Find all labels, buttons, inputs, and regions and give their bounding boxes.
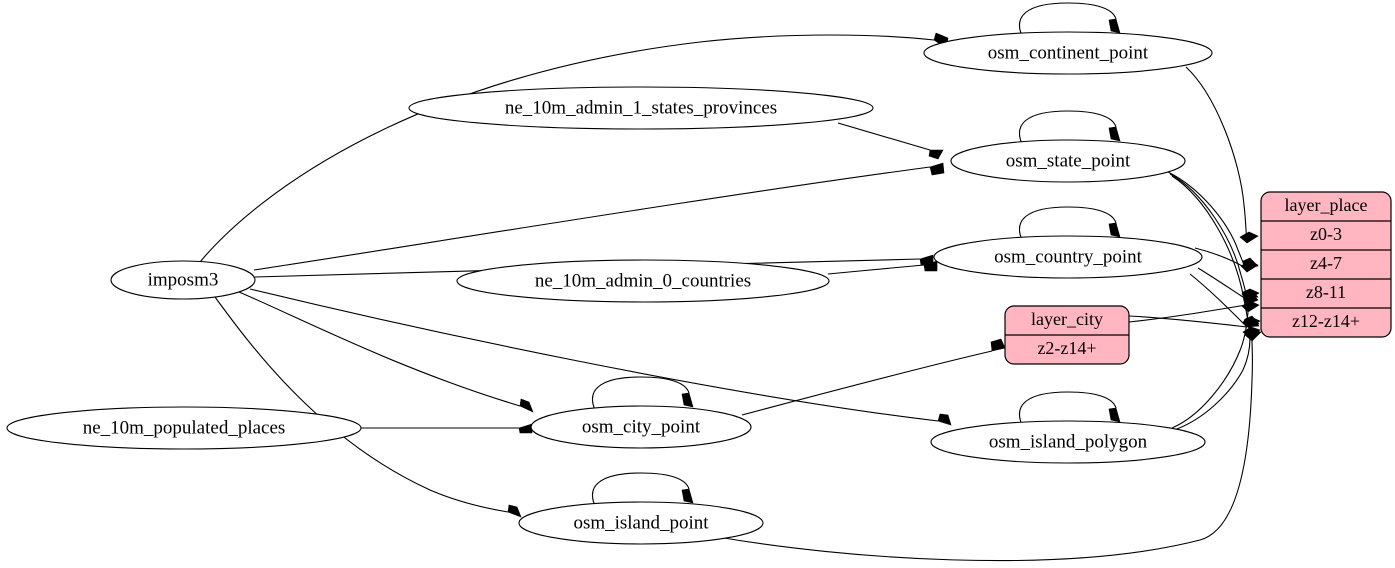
arrowhead-selfloop-osm_state_point [1108, 126, 1121, 142]
edge-osm_continent_point-to-layer_place-z0-3 [1185, 66, 1248, 244]
node-shape-osm_island_polygon [930, 420, 1206, 464]
layer_city-row-z2-z14[interactable]: z2-z14+ [1037, 338, 1096, 358]
selfloop-osm_continent_point [1018, 2, 1117, 39]
edge-imposm3-to-osm_island_polygon [249, 288, 939, 422]
selfloop-osm_country_point [1018, 206, 1117, 243]
node-layer_place[interactable]: layer_place z0-3 z4-7 z8-11 z12-z14+ [1260, 191, 1392, 338]
node-shape-imposm3 [110, 260, 256, 300]
arrowhead-imposm3-osm_island_polygon [937, 413, 952, 426]
node-ne_10m_admin_1_states_provinces[interactable]: ne_10m_admin_1_states_provinces [408, 86, 874, 130]
node-ne_10m_admin_0_countries[interactable]: ne_10m_admin_0_countries [456, 259, 830, 303]
selfloop-osm_city_point [591, 376, 690, 413]
node-label-osm_city_point: osm_city_point [582, 416, 701, 437]
edge-osm_island_point-to-layer_place-z12 [717, 340, 1253, 562]
node-label-osm_state_point: osm_state_point [1006, 150, 1131, 171]
layer_place-row-z12-z14[interactable]: z12-z14+ [1292, 311, 1360, 331]
edge-imposm3-to-osm_city_point [238, 291, 521, 407]
edge-osm_island_polygon-to-layer_place-z12 [1173, 337, 1251, 431]
edge-osm_island_polygon-to-layer_place-z8-11 [1171, 311, 1249, 429]
edge-osm_country_point-to-layer_place-z4-7 [1194, 247, 1247, 269]
layer_place-row-z8-11[interactable]: z8-11 [1306, 282, 1346, 302]
arrowhead-continent-z0-3 [1239, 231, 1259, 244]
layer_city-row-header: layer_city [1031, 309, 1103, 329]
node-label-osm_island_polygon: osm_island_polygon [989, 431, 1148, 452]
edge-osm_city_point-to-layer_city [741, 350, 993, 416]
node-osm_continent_point[interactable]: osm_continent_point [923, 31, 1213, 75]
arrowhead-imposm3-osm_state_point [929, 162, 945, 176]
node-imposm3[interactable]: imposm3 [110, 260, 256, 300]
node-label-osm_country_point: osm_country_point [994, 246, 1142, 267]
node-layer: imposm3 ne_10m_populated_places ne_10m_a… [6, 31, 1392, 545]
node-osm_city_point[interactable]: osm_city_point [530, 405, 752, 449]
arrowhead-selfloop-osm_island_polygon [1108, 407, 1121, 423]
selfloop-osm_state_point [1018, 110, 1117, 147]
node-shape-osm_country_point [933, 235, 1203, 279]
node-osm_state_point[interactable]: osm_state_point [950, 139, 1186, 183]
node-shape-osm_island_point [518, 501, 764, 545]
node-shape-osm_city_point [530, 405, 752, 449]
node-label-ne_10m_admin_0_countries: ne_10m_admin_0_countries [535, 270, 751, 291]
selfloop-osm_island_point [591, 472, 690, 509]
layer_place-row-header: layer_place [1285, 195, 1368, 215]
edge-layer_city-to-layer_place-z12 [1128, 315, 1248, 328]
node-shape-osm_continent_point [923, 31, 1213, 75]
node-osm_island_point[interactable]: osm_island_point [518, 501, 764, 545]
arrowhead-selfloop-osm_continent_point [1108, 18, 1121, 34]
arrowhead-ne_countries-osm_country_point [923, 260, 938, 272]
node-shape-osm_state_point [950, 139, 1186, 183]
arrowhead-selfloop-osm_island_point [681, 488, 694, 504]
edge-imposm3-to-osm_state_point [253, 166, 931, 271]
arrowhead-layer_city-z8-11 [1243, 292, 1259, 306]
arrowhead-selfloop-osm_city_point [681, 392, 694, 408]
arrowhead-selfloop-osm_country_point [1108, 222, 1121, 238]
edge-ne_countries-to-osm_country_point [827, 264, 925, 275]
arrowhead-island_polygon-z8-11 [1241, 300, 1260, 313]
arrowhead-island_point-z12 [1244, 329, 1262, 342]
node-shape-ne_10m_admin_1_states_provinces [408, 86, 874, 130]
arrowhead-ne_states-osm_state_point [928, 149, 944, 160]
layer_place-row-z4-7[interactable]: z4-7 [1310, 253, 1342, 273]
edge-ne_states-to-osm_state_point [837, 122, 931, 151]
arrowhead-city-layer_city [990, 338, 1006, 352]
arrowhead-imposm3-osm_island_point [507, 504, 522, 518]
arrowhead-country-z4-7 [1242, 257, 1259, 269]
node-label-osm_island_point: osm_island_point [573, 512, 709, 533]
node-label-imposm3: imposm3 [148, 269, 219, 290]
node-shape-ne_10m_admin_0_countries [456, 259, 830, 303]
node-ne_10m_populated_places[interactable]: ne_10m_populated_places [6, 406, 362, 450]
edge-osm_country_point-to-layer_place-z12 [1189, 273, 1248, 328]
node-label-osm_continent_point: osm_continent_point [988, 42, 1149, 63]
node-shape-layer_place [1260, 191, 1392, 338]
edge-layer_city-to-layer_place-z8-11 [1128, 304, 1247, 323]
node-label-ne_10m_populated_places: ne_10m_populated_places [83, 417, 286, 438]
node-shape-ne_10m_populated_places [6, 406, 362, 450]
layer_place-row-z0-3[interactable]: z0-3 [1310, 224, 1342, 244]
selfloop-osm_island_polygon [1018, 391, 1117, 428]
node-label-ne_10m_admin_1_states_provinces: ne_10m_admin_1_states_provinces [505, 97, 777, 118]
arrowhead-ne_places-osm_city_point [518, 423, 533, 434]
edge-osm_state_point-to-layer_place-z8-11 [1169, 173, 1249, 301]
edge-osm_country_point-to-layer_place-z8-11 [1197, 267, 1247, 300]
arrowhead-imposm3-osm_city_point [519, 398, 534, 413]
edge-imposm3-to-osm_island_point [214, 296, 509, 513]
edge-imposm3-to-osm_continent_point [199, 34, 935, 263]
node-layer_city[interactable]: layer_city z2-z14+ [1004, 305, 1130, 365]
arrowhead-layer_city-z12 [1244, 315, 1260, 328]
node-osm_island_polygon[interactable]: osm_island_polygon [930, 420, 1206, 464]
edge-layer [199, 2, 1262, 562]
node-osm_country_point[interactable]: osm_country_point [933, 235, 1203, 279]
